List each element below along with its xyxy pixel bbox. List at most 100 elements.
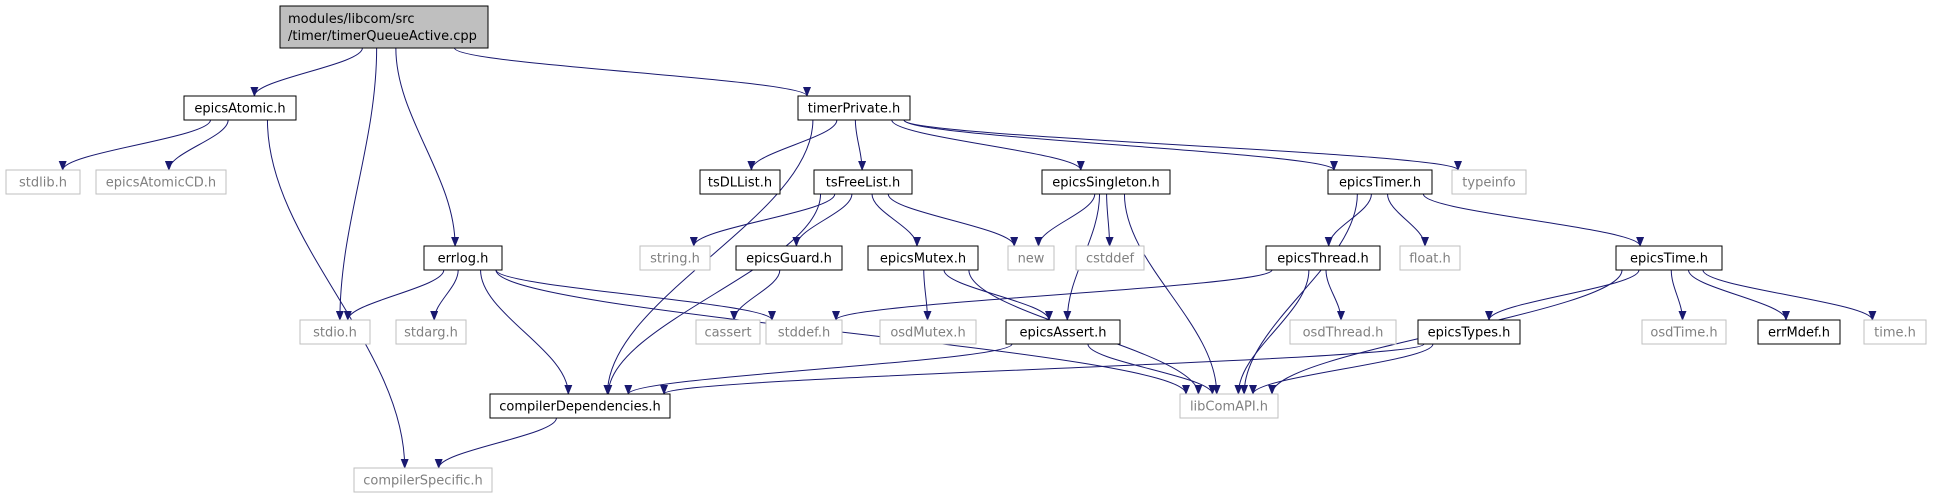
node-libComAPI: libComAPI.h <box>1179 393 1279 419</box>
node-box-stdarg <box>395 319 467 345</box>
edge-errlog-to-compilerDependencies <box>480 269 573 395</box>
node-label-root-0: modules/libcom/src <box>288 12 414 27</box>
node-label-epicsAssert: epicsAssert.h <box>1019 326 1106 341</box>
node-box-epicsTypes <box>1417 319 1521 345</box>
node-label-epicsAtomicCD: epicsAtomicCD.h <box>106 176 216 191</box>
edge-epicsTimer-to-epicsThread <box>1324 193 1372 247</box>
node-epicsThread[interactable]: epicsThread.h <box>1265 245 1381 271</box>
node-compilerDependencies[interactable]: compilerDependencies.h <box>489 393 671 419</box>
node-box-tsFreeList <box>813 169 913 195</box>
edge-epicsSingleton-to-libComAPI <box>1123 193 1221 395</box>
edge-epicsThread-to-osdThread <box>1325 269 1345 321</box>
node-osdTime: osdTime.h <box>1641 319 1727 345</box>
edge-epicsThread-to-libComAPI <box>1234 269 1310 395</box>
node-box-osdThread <box>1289 319 1397 345</box>
edge-timerPrivate-to-epicsTimer <box>903 119 1338 171</box>
node-label-epicsSingleton: epicsSingleton.h <box>1052 176 1159 191</box>
node-label-typeinfo: typeinfo <box>1462 176 1515 191</box>
node-label-time: time.h <box>1874 326 1916 341</box>
node-tsDLList[interactable]: tsDLList.h <box>699 169 781 195</box>
edge-tsFreeList-to-string <box>689 193 836 247</box>
node-float: float.h <box>1399 245 1461 271</box>
node-root[interactable]: modules/libcom/src/timer/timerQueueActiv… <box>279 5 489 49</box>
edge-root-to-epicsAtomic <box>250 47 363 97</box>
node-box-epicsAtomicCD <box>95 169 227 195</box>
node-box-typeinfo <box>1451 169 1527 195</box>
node-label-epicsAtomic: epicsAtomic.h <box>194 102 285 117</box>
edge-epicsTypes-to-libComAPI <box>1249 343 1434 395</box>
node-box-epicsMutex <box>867 245 979 271</box>
node-osdThread: osdThread.h <box>1289 319 1397 345</box>
node-label-tsFreeList: tsFreeList.h <box>826 176 901 191</box>
node-epicsTime[interactable]: epicsTime.h <box>1615 245 1723 271</box>
node-timerPrivate[interactable]: timerPrivate.h <box>797 95 911 121</box>
node-cstddef: cstddef <box>1075 245 1145 271</box>
node-label-stdlib: stdlib.h <box>19 176 67 191</box>
edge-epicsSingleton-to-new <box>1034 193 1096 247</box>
node-label-root-1: /timer/timerQueueActive.cpp <box>288 29 477 44</box>
node-label-new: new <box>1018 252 1045 267</box>
node-box-epicsThread <box>1265 245 1381 271</box>
edge-epicsTimer-to-libComAPI <box>1240 193 1358 395</box>
edge-epicsAssert-to-libComAPI <box>1087 343 1217 395</box>
node-box-libComAPI <box>1179 393 1279 419</box>
node-box-cassert <box>695 319 761 345</box>
node-box-compilerSpecific <box>353 467 493 493</box>
edge-epicsTime-to-osdTime <box>1670 269 1687 321</box>
node-label-stddef: stddef.h <box>778 326 830 341</box>
node-box-timerPrivate <box>797 95 911 121</box>
edge-root-to-errlog <box>395 47 460 247</box>
edge-tsFreeList-to-compilerDependencies <box>604 193 822 395</box>
node-tsFreeList[interactable]: tsFreeList.h <box>813 169 913 195</box>
node-label-epicsTime: epicsTime.h <box>1630 252 1708 267</box>
node-box-root <box>279 5 489 49</box>
edge-epicsTime-to-errMdef <box>1688 269 1790 321</box>
node-stddef: stddef.h <box>765 319 843 345</box>
node-label-tsDLList: tsDLList.h <box>708 176 772 191</box>
node-errlog[interactable]: errlog.h <box>423 245 503 271</box>
edge-epicsTimer-to-float <box>1387 193 1429 247</box>
node-label-timerPrivate: timerPrivate.h <box>808 102 900 117</box>
node-box-new <box>1007 245 1055 271</box>
edge-epicsAtomic-to-stdlib <box>58 119 211 171</box>
edge-compilerDependencies-to-compilerSpecific <box>434 417 557 469</box>
node-epicsAtomicCD: epicsAtomicCD.h <box>95 169 227 195</box>
node-typeinfo: typeinfo <box>1451 169 1527 195</box>
edge-epicsThread-to-stddef <box>832 269 1273 321</box>
node-label-epicsGuard: epicsGuard.h <box>746 252 832 267</box>
node-box-stdlib <box>5 169 81 195</box>
node-epicsSingleton[interactable]: epicsSingleton.h <box>1041 169 1171 195</box>
node-label-epicsMutex: epicsMutex.h <box>880 252 966 267</box>
node-epicsAssert[interactable]: epicsAssert.h <box>1005 319 1121 345</box>
node-box-epicsTimer <box>1327 169 1433 195</box>
node-epicsGuard[interactable]: epicsGuard.h <box>735 245 843 271</box>
node-label-epicsThread: epicsThread.h <box>1277 252 1369 267</box>
node-errMdef[interactable]: errMdef.h <box>1757 319 1841 345</box>
node-label-compilerDependencies: compilerDependencies.h <box>499 400 660 415</box>
edge-timerPrivate-to-epicsSingleton <box>891 119 1085 171</box>
node-label-float: float.h <box>1409 252 1451 267</box>
edge-tsFreeList-to-epicsGuard <box>792 193 853 247</box>
edge-tsFreeList-to-epicsMutex <box>871 193 921 247</box>
node-label-epicsTypes: epicsTypes.h <box>1428 326 1511 341</box>
node-epicsTimer[interactable]: epicsTimer.h <box>1327 169 1433 195</box>
node-label-epicsTimer: epicsTimer.h <box>1339 176 1421 191</box>
edge-root-to-stdio <box>335 47 378 321</box>
node-label-osdTime: osdTime.h <box>1650 326 1717 341</box>
node-label-stdarg: stdarg.h <box>404 326 458 341</box>
node-epicsAtomic[interactable]: epicsAtomic.h <box>183 95 297 121</box>
node-box-errMdef <box>1757 319 1841 345</box>
node-cassert: cassert <box>695 319 761 345</box>
node-new: new <box>1007 245 1055 271</box>
edge-epicsMutex-to-epicsAssert <box>943 269 1053 321</box>
node-label-errMdef: errMdef.h <box>1768 326 1830 341</box>
nodes-layer: modules/libcom/src/timer/timerQueueActiv… <box>5 5 1927 493</box>
node-string: string.h <box>639 245 711 271</box>
edge-epicsAtomic-to-epicsAtomicCD <box>164 119 229 171</box>
node-epicsMutex[interactable]: epicsMutex.h <box>867 245 979 271</box>
edge-tsFreeList-to-new <box>887 193 1019 247</box>
node-epicsTypes[interactable]: epicsTypes.h <box>1417 319 1521 345</box>
node-box-float <box>1399 245 1461 271</box>
node-box-epicsSingleton <box>1041 169 1171 195</box>
